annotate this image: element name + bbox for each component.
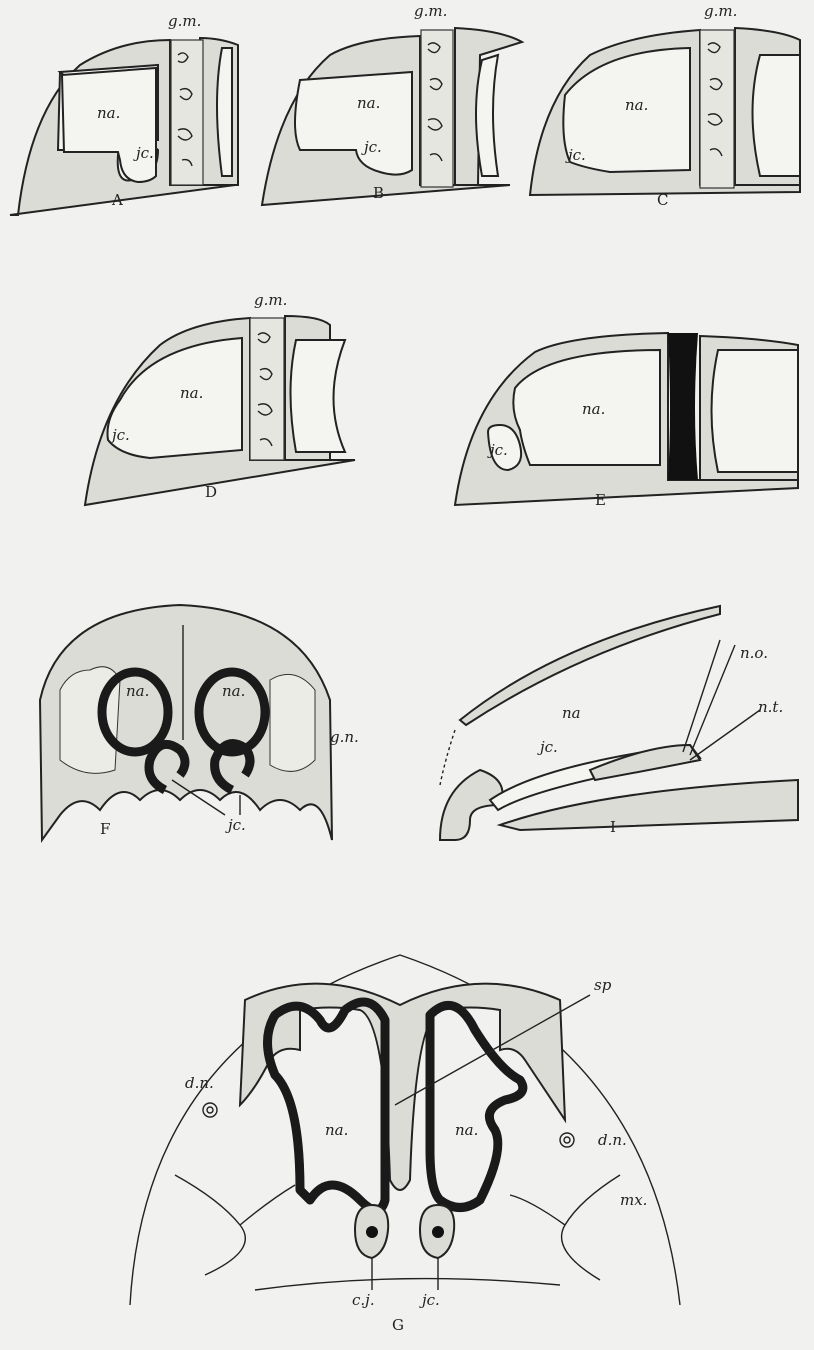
label-jc: jc. xyxy=(487,441,508,459)
caption-a: A xyxy=(111,191,123,209)
label-gn: g.n. xyxy=(330,728,359,746)
figure-d: g.m. na. jc. D xyxy=(85,291,355,505)
label-dn-left: d.n. xyxy=(185,1074,214,1092)
caption-g: G xyxy=(392,1316,404,1334)
label-nt: n.t. xyxy=(758,698,783,716)
label-gm: g.m. xyxy=(168,12,201,30)
label-jc: jc. xyxy=(565,146,586,164)
label-cj: c.j. xyxy=(352,1291,375,1309)
label-sp: sp xyxy=(594,976,612,994)
label-jc: jc. xyxy=(109,426,130,444)
label-na: na. xyxy=(97,104,120,122)
caption-i: I xyxy=(610,818,616,836)
caption-d: D xyxy=(205,483,217,501)
figure-g: sp d.n. d.n. na. na. mx. c.j. jc. G xyxy=(130,955,680,1334)
label-jc: jc. xyxy=(225,816,246,834)
label-na: na xyxy=(562,704,581,722)
caption-b: B xyxy=(373,184,384,202)
figure-e: na. jc. E xyxy=(455,333,798,509)
figure-a: g.m. na. jc. A xyxy=(10,12,238,215)
label-na: na. xyxy=(357,94,380,112)
label-jc: jc. xyxy=(133,144,154,162)
label-jc: jc. xyxy=(537,738,558,756)
label-dn-right: d.n. xyxy=(598,1131,627,1149)
label-na-right: na. xyxy=(455,1121,478,1139)
label-na-left: na. xyxy=(325,1121,348,1139)
label-na: na. xyxy=(582,400,605,418)
figure-b: g.m. na. jc. B xyxy=(262,2,522,205)
label-na: na. xyxy=(625,96,648,114)
figure-c: g.m. na. jc. C xyxy=(530,2,800,209)
figure-i: na jc. n.o. n.t. I xyxy=(440,606,798,840)
label-na-left: na. xyxy=(126,682,149,700)
figure-f: na. na. g.n. jc. F xyxy=(40,605,359,840)
label-gm: g.m. xyxy=(704,2,737,20)
label-mx: mx. xyxy=(620,1191,647,1209)
label-no: n.o. xyxy=(740,644,768,662)
label-jc: jc. xyxy=(419,1291,440,1309)
label-gm: g.m. xyxy=(414,2,447,20)
label-gm: g.m. xyxy=(254,291,287,309)
caption-c: C xyxy=(657,191,668,209)
label-na: na. xyxy=(180,384,203,402)
label-na-right: na. xyxy=(222,682,245,700)
caption-f: F xyxy=(100,820,110,838)
label-jc: jc. xyxy=(361,138,382,156)
caption-e: E xyxy=(595,491,606,509)
